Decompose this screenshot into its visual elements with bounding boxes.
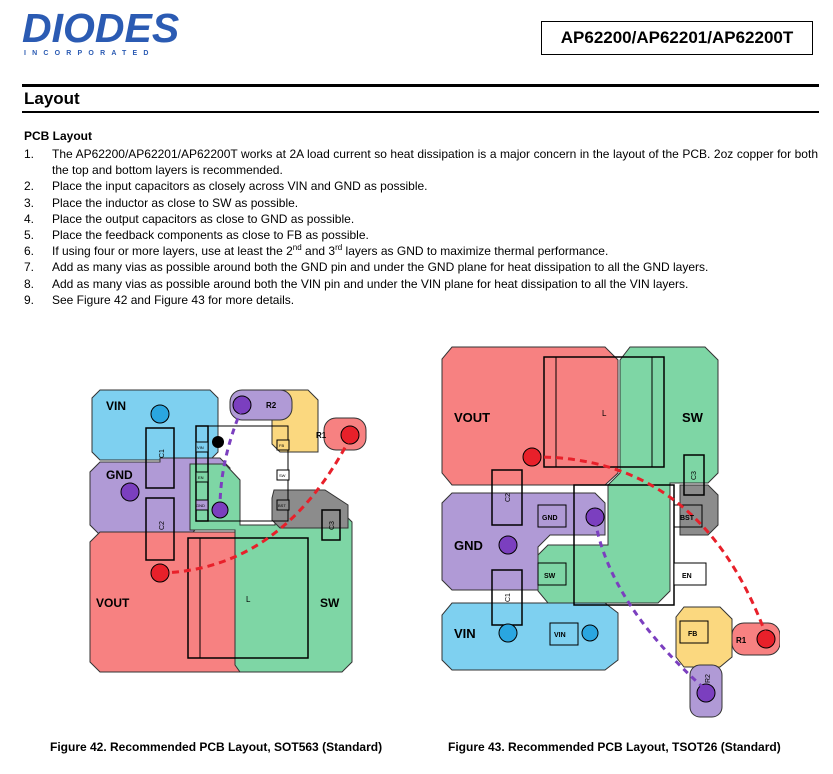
list-item: 1.The AP62200/AP62201/AP62200T works at …	[24, 147, 818, 178]
section-title: Layout	[24, 89, 80, 108]
vin-plane	[441, 602, 619, 671]
list-item: 9.See Figure 42 and Figure 43 for more d…	[24, 292, 295, 307]
part-number-box: AP62200/AP62201/AP62200T	[541, 21, 813, 55]
svg-text:SW: SW	[320, 596, 340, 610]
svg-text:R1: R1	[736, 636, 747, 645]
list-item: 3.Place the inductor as close to SW as p…	[24, 195, 299, 210]
svg-text:VIN: VIN	[197, 445, 204, 450]
svg-text:VOUT: VOUT	[96, 596, 130, 610]
svg-text:C2: C2	[505, 493, 512, 502]
svg-text:SW: SW	[682, 410, 704, 425]
svg-text:EN: EN	[198, 475, 204, 480]
svg-text:EN: EN	[682, 573, 692, 580]
svg-text:C1: C1	[505, 593, 512, 602]
svg-text:VIN: VIN	[554, 632, 566, 639]
svg-text:SW: SW	[279, 473, 286, 478]
svg-text:C3: C3	[329, 521, 336, 530]
svg-text:BST: BST	[680, 515, 695, 522]
svg-text:BST: BST	[278, 503, 286, 508]
logo-text: DIODES	[22, 5, 180, 51]
svg-text:C3: C3	[691, 471, 698, 480]
figure-43-caption: Figure 43. Recommended PCB Layout, TSOT2…	[448, 740, 781, 754]
svg-text:C2: C2	[159, 521, 166, 530]
svg-text:VIN: VIN	[454, 626, 476, 641]
svg-text:L: L	[246, 595, 251, 604]
svg-text:FB: FB	[688, 631, 697, 638]
svg-text:VIN: VIN	[106, 399, 126, 413]
svg-text:GND: GND	[454, 538, 483, 553]
list-item: 2.Place the input capacitors as closely …	[24, 179, 428, 194]
layout-guidelines-list: 1.The AP62200/AP62201/AP62200T works at …	[24, 146, 818, 308]
svg-text:GND: GND	[106, 468, 133, 482]
svg-text:L: L	[602, 409, 607, 418]
svg-text:GND: GND	[196, 503, 205, 508]
svg-text:GND: GND	[542, 515, 558, 522]
list-item: 4.Place the output capacitors as close t…	[24, 211, 355, 226]
bst-pad	[679, 484, 719, 536]
fb-pad	[675, 606, 733, 668]
svg-text:SW: SW	[544, 573, 556, 580]
gnd-plane	[441, 492, 606, 591]
figure-42-caption: Figure 42. Recommended PCB Layout, SOT56…	[50, 740, 383, 754]
figure-43-pcb-layout: VOUT SW GND VIN L C2 C1 C3 R1 R2 GND SW …	[440, 345, 780, 720]
section-rule-bottom	[22, 111, 819, 113]
svg-text:C1: C1	[159, 449, 166, 458]
figure-42-pcb-layout: VIN GND VOUT SW L C1 C2 C3 R1 R2 VIN EN …	[80, 380, 380, 680]
list-item: 5.Place the feedback components as close…	[24, 228, 369, 243]
svg-text:R1: R1	[316, 431, 327, 440]
section-rule-top	[22, 84, 819, 87]
list-item: 7.Add as many vias as possible around bo…	[24, 260, 709, 275]
logo-subtext: INCORPORATED	[24, 50, 155, 57]
svg-text:VOUT: VOUT	[454, 410, 490, 425]
diodes-logo: DIODES INCORPORATED	[22, 8, 192, 58]
svg-text:FB: FB	[279, 443, 284, 448]
list-item: 8.Add as many vias as possible around bo…	[24, 276, 689, 291]
svg-text:R2: R2	[266, 401, 277, 410]
list-item: 6.If using four or more layers, use at l…	[24, 243, 609, 259]
subsection-title: PCB Layout	[24, 129, 93, 143]
svg-text:R2: R2	[705, 674, 712, 683]
